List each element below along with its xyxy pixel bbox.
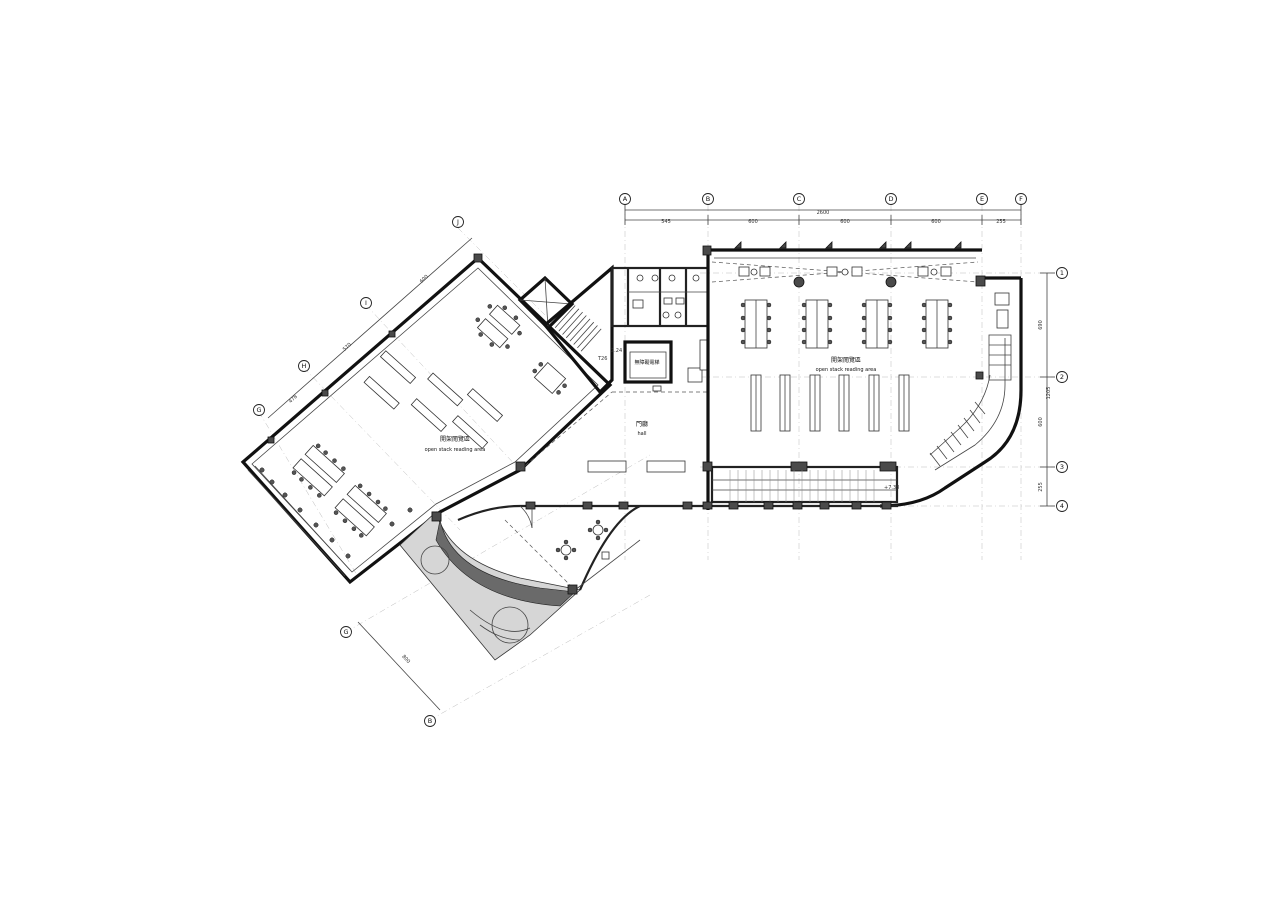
dim-top-seg-4: 600 — [931, 219, 941, 225]
dim-right-1: 690 — [1038, 320, 1044, 330]
axis-label-g: G — [256, 406, 261, 414]
top-dimension-chain: 2600 545 600 600 600 255 — [624, 205, 1022, 225]
dim-top-seg-2: 600 — [748, 219, 758, 225]
axis-label-c: C — [797, 195, 802, 203]
axis-label-3: 3 — [1060, 463, 1064, 471]
hall-label-cn: 門廳 — [636, 420, 648, 428]
south-stair: +7.38 — [702, 461, 899, 504]
garden — [399, 511, 581, 661]
dim-right-3: 600 — [1038, 417, 1044, 427]
axis-label-j: J — [456, 218, 459, 226]
dim-top-seg-5: 255 — [996, 219, 1006, 225]
top-axis-bubbles: A B C D E F — [619, 193, 1027, 205]
dim-top-seg-1: 545 — [661, 219, 671, 225]
east-reading-area-en: open stack reading area — [816, 367, 877, 373]
axis-label-i: I — [365, 299, 367, 307]
stair-level-label-2: T26 — [597, 356, 607, 362]
entry-porch — [457, 504, 641, 591]
bottom-diagonal-dimension: 800 G B — [340, 621, 441, 727]
axis-label-bottom-g: G — [343, 628, 348, 636]
dim-right-2: 1205 — [1046, 387, 1052, 400]
stair-level-label-1: 2.24 — [611, 348, 622, 354]
east-reading-area-cn: 開架閱覽區 — [831, 356, 861, 364]
dim-left-diag-3: 478 — [288, 394, 299, 405]
left-diagonal-dimension-chain: 600 570 478 J I H G — [253, 216, 473, 419]
right-dimension-chain: 690 1205 600 255 1 2 3 4 — [1038, 267, 1068, 512]
axis-label-bottom-b: B — [428, 717, 432, 725]
elevator-room-label: 無障礙電梯 — [634, 359, 659, 366]
east-bookshelves — [750, 374, 910, 432]
axis-label-1: 1 — [1060, 269, 1064, 277]
axis-label-d: D — [888, 195, 893, 203]
dim-top-seg-3: 600 — [840, 219, 850, 225]
axis-label-2: 2 — [1060, 373, 1064, 381]
west-stair-core: 2.24 T26 — [517, 264, 622, 395]
axis-label-f: F — [1019, 195, 1023, 203]
west-reading-area-en: open stack reading area — [425, 447, 486, 453]
hall — [519, 391, 709, 473]
dim-right-4: 255 — [1038, 482, 1044, 492]
dim-left-diag-2: 570 — [342, 342, 353, 353]
west-wing — [240, 253, 613, 585]
axis-label-e: E — [980, 195, 984, 203]
hall-label-en: hall — [637, 431, 646, 437]
dim-left-diag-1: 600 — [419, 274, 430, 285]
west-reading-area-cn: 開架閱覽區 — [440, 435, 470, 443]
dim-total-top: 2600 — [817, 210, 830, 216]
axis-label-b: B — [706, 195, 710, 203]
restroom-core — [610, 266, 710, 392]
axis-label-a: A — [623, 195, 628, 203]
south-facade — [520, 501, 898, 510]
east-wing — [702, 241, 1023, 510]
axis-label-h: H — [302, 362, 307, 370]
axis-label-4: 4 — [1060, 502, 1064, 510]
stair-level-label-3: +7.38 — [884, 485, 899, 491]
east-study-tables — [740, 299, 953, 349]
dim-bottom-diag: 800 — [400, 654, 411, 665]
east-curved-stair — [879, 330, 1023, 508]
